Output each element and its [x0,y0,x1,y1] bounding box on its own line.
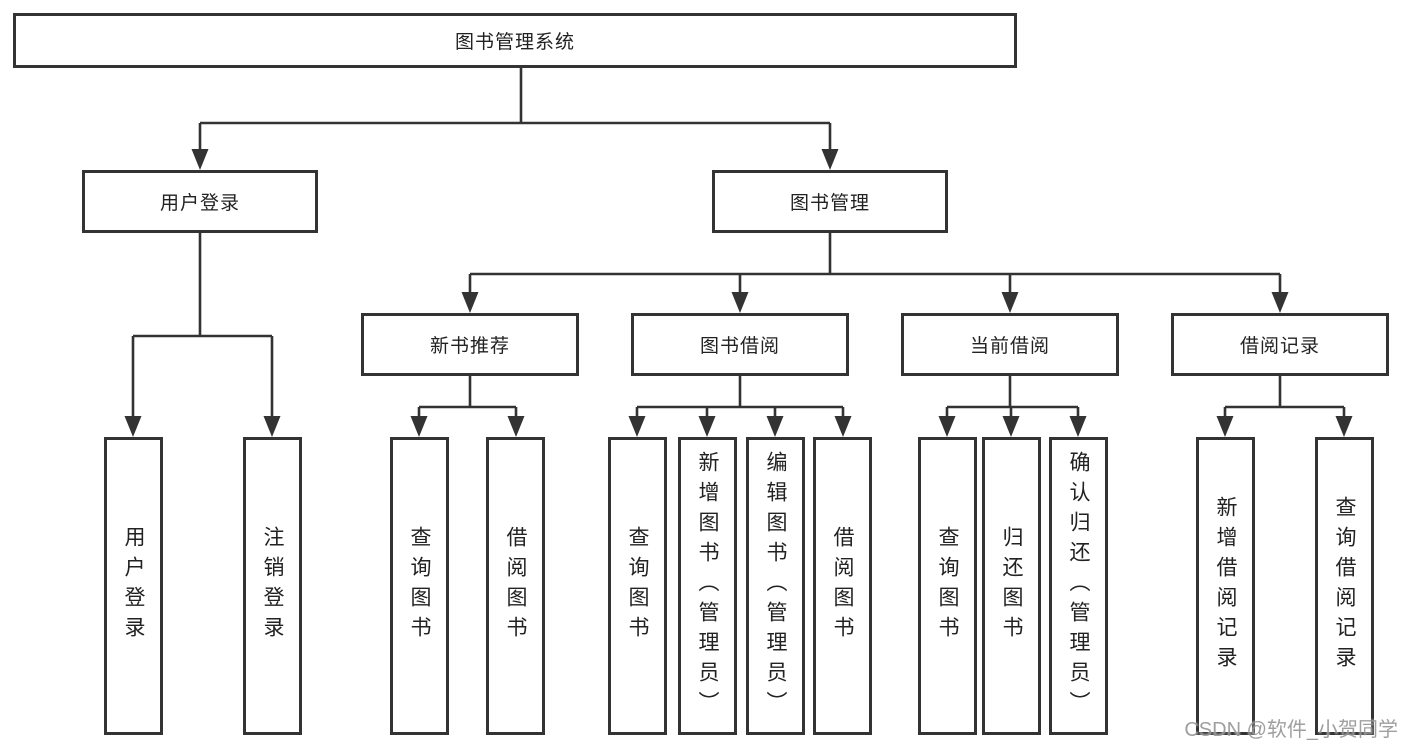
leaf-records-add-borrow-record: 新增借阅记录 [1196,437,1255,735]
connector-book-management-to-level3 [461,233,1289,313]
connector-book-borrow-to-leaves [628,376,852,437]
leaf-current-confirm-return-admin: 确认归还（管理员） [1049,437,1108,735]
connector-current-borrow-to-leaves [938,376,1087,437]
connector-borrow-records-to-leaves [1216,376,1353,437]
leaf-user-login: 用户登录 [104,437,163,735]
connector-root-to-level2 [191,67,839,170]
leaf-records-query-borrow-record: 查询借阅记录 [1315,437,1374,735]
leaf-newbooks-query-books: 查询图书 [390,437,449,735]
node-library-management-system: 图书管理系统 [13,13,1017,68]
leaf-borrow-add-books-admin: 新增图书（管理员） [678,437,737,735]
connector-user-login-to-leaves [124,233,281,437]
leaf-newbooks-borrow-books: 借阅图书 [486,437,545,735]
node-new-book-recommendation: 新书推荐 [361,313,579,376]
node-borrowing-records: 借阅记录 [1171,313,1389,376]
leaf-current-query-books: 查询图书 [918,437,977,735]
node-user-login: 用户登录 [82,170,318,233]
leaf-logout-login: 注销登录 [243,437,302,735]
leaf-borrow-query-books: 查询图书 [608,437,667,735]
csdn-watermark: CSDN @软件_小贺同学 [1184,719,1398,741]
leaf-borrow-edit-books-admin: 编辑图书（管理员） [746,437,805,735]
leaf-borrow-borrow-books: 借阅图书 [813,437,872,735]
node-book-borrowing: 图书借阅 [631,313,849,376]
connector-new-books-to-leaves [410,376,525,437]
node-current-borrowing: 当前借阅 [901,313,1119,376]
leaf-current-return-books: 归还图书 [982,437,1041,735]
node-book-management: 图书管理 [712,170,948,233]
